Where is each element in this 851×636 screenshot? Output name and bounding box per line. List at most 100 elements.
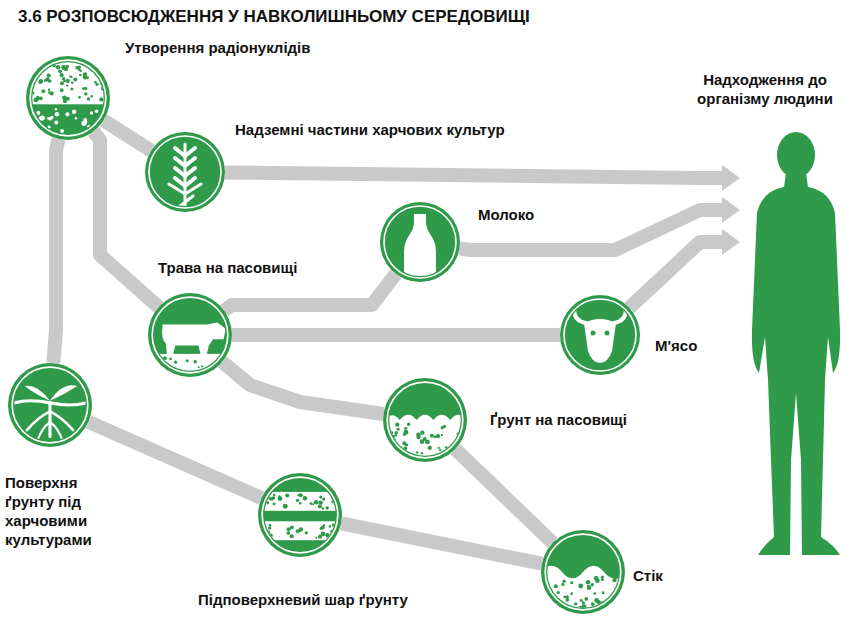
texture-dot bbox=[319, 496, 322, 499]
texture-dot bbox=[49, 91, 53, 95]
texture-dot bbox=[169, 358, 172, 361]
texture-dot bbox=[320, 527, 323, 530]
flow-band-body bbox=[629, 242, 724, 308]
texture-dot bbox=[436, 434, 440, 438]
texture-dot bbox=[84, 92, 87, 95]
texture-dot bbox=[33, 75, 36, 78]
circle-icon bbox=[26, 56, 110, 140]
texture-dot bbox=[386, 455, 390, 459]
flow-band bbox=[222, 362, 383, 414]
texture-dot bbox=[458, 449, 463, 454]
texture-dot bbox=[226, 370, 230, 374]
diagram-title: 3.6 РОЗПОВСЮДЖЕННЯ У НАВКОЛИШНЬОМУ СЕРЕД… bbox=[18, 6, 530, 27]
texture-dot bbox=[37, 112, 40, 115]
texture-dot bbox=[421, 452, 423, 454]
human-silhouette bbox=[740, 125, 848, 565]
texture-dot bbox=[318, 535, 322, 539]
arrow-head bbox=[722, 197, 740, 223]
texture-dot bbox=[557, 591, 560, 594]
texture-dot bbox=[82, 87, 85, 90]
texture-dot bbox=[441, 434, 443, 436]
circle-ring bbox=[384, 206, 456, 278]
texture-dot bbox=[318, 504, 322, 508]
flow-band-body bbox=[225, 172, 724, 178]
texture-dot bbox=[75, 66, 78, 69]
icon-group bbox=[541, 530, 625, 614]
flow-band bbox=[88, 422, 261, 498]
icon-group bbox=[145, 132, 225, 212]
circle-fill bbox=[8, 363, 92, 447]
texture-dot bbox=[297, 494, 299, 496]
circle-ring bbox=[12, 367, 88, 443]
flow-band-body bbox=[88, 422, 261, 498]
bull-face bbox=[584, 319, 616, 363]
texture-dot bbox=[305, 531, 308, 534]
icon-picture bbox=[541, 534, 625, 614]
icon-picture bbox=[12, 367, 88, 443]
texture-dot bbox=[593, 592, 596, 595]
texture-dot bbox=[337, 526, 339, 528]
texture-dot bbox=[87, 125, 90, 128]
texture-dot bbox=[60, 129, 64, 133]
circle-ring bbox=[149, 136, 221, 208]
root bbox=[50, 422, 63, 441]
texture-dot bbox=[95, 83, 98, 86]
texture-dot bbox=[273, 494, 276, 497]
texture-dot bbox=[582, 601, 585, 604]
texture-dot bbox=[550, 600, 555, 605]
texture-dot bbox=[420, 430, 424, 434]
stage-circle: Трава на пасовищі bbox=[148, 293, 232, 377]
stage-circle: Поверхня ґрунту під харчовими культурами bbox=[8, 363, 92, 447]
icon-picture bbox=[564, 299, 636, 371]
bull-horn bbox=[614, 309, 626, 323]
texture-dot bbox=[98, 127, 102, 131]
circle-icon bbox=[145, 132, 225, 212]
cloud-area bbox=[26, 56, 110, 104]
texture-dot bbox=[314, 502, 316, 504]
texture-dot bbox=[423, 437, 427, 441]
texture-dot bbox=[31, 91, 34, 94]
texture-dot bbox=[258, 524, 263, 529]
texture-dot bbox=[404, 430, 409, 435]
stage-circle: Ґрунт на пасовищі bbox=[383, 378, 467, 462]
circle-ring bbox=[152, 297, 228, 373]
texture-dot bbox=[278, 495, 281, 498]
texture-dot bbox=[544, 588, 548, 592]
flow-band-body bbox=[53, 139, 58, 363]
texture-dot bbox=[33, 120, 36, 123]
texture-dot bbox=[60, 81, 64, 85]
flow-band-body bbox=[341, 523, 542, 563]
flow-band bbox=[455, 449, 552, 543]
texture-dot bbox=[433, 435, 436, 438]
stage-circle: Підповерхневий шар ґрунту bbox=[258, 473, 342, 557]
texture-dot bbox=[266, 501, 269, 504]
texture-dot bbox=[62, 96, 66, 100]
texture-dot bbox=[296, 499, 299, 502]
node-label: М'ясо bbox=[655, 336, 697, 355]
texture-dot bbox=[75, 117, 78, 120]
texture-dot bbox=[47, 126, 50, 129]
soil-layer bbox=[258, 492, 342, 511]
texture-dot bbox=[65, 112, 69, 116]
circle-icon bbox=[560, 295, 640, 375]
texture-dot bbox=[562, 579, 566, 583]
texture-dot bbox=[395, 422, 399, 426]
texture-dot bbox=[438, 447, 440, 449]
bull-eye bbox=[591, 331, 596, 336]
texture-dot bbox=[290, 534, 294, 538]
human-body bbox=[752, 173, 840, 555]
texture-dot bbox=[287, 527, 291, 531]
circle-inner bbox=[12, 367, 88, 443]
texture-dot bbox=[315, 537, 317, 539]
texture-dot bbox=[268, 526, 271, 529]
texture-dot bbox=[90, 111, 93, 114]
flow-band-body bbox=[103, 120, 151, 150]
texture-dot bbox=[66, 65, 69, 68]
root bbox=[37, 422, 50, 441]
texture-dot bbox=[453, 445, 458, 450]
circle-fill bbox=[383, 378, 467, 462]
runoff-area bbox=[541, 566, 625, 614]
milk-bottle bbox=[404, 214, 436, 276]
texture-dot bbox=[201, 372, 205, 376]
